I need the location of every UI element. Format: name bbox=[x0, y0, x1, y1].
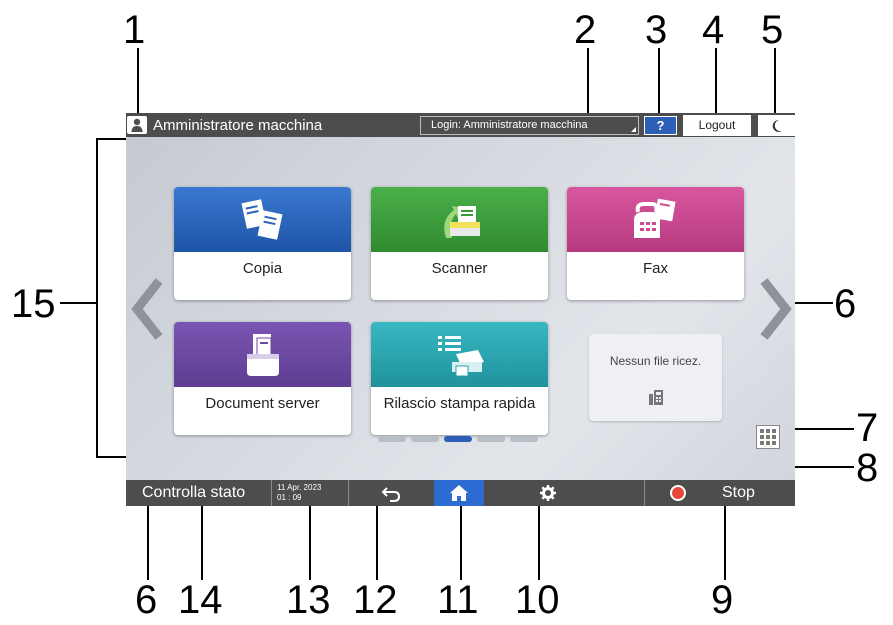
callout-6-right: 6 bbox=[834, 282, 857, 326]
quick-print-release-icon bbox=[371, 322, 548, 387]
app-tile-quick-print-release[interactable]: Rilascio stampa rapida bbox=[371, 322, 548, 435]
user-icon bbox=[127, 116, 147, 134]
callout-12: 12 bbox=[353, 578, 398, 622]
callout-7: 7 bbox=[856, 406, 879, 450]
stop-label: Stop bbox=[722, 484, 755, 501]
leader-9 bbox=[724, 495, 726, 580]
leader-15-bottom bbox=[96, 456, 132, 458]
home-button[interactable] bbox=[434, 480, 484, 506]
grid-cell bbox=[772, 435, 776, 439]
leader-1 bbox=[137, 48, 139, 118]
check-status-button[interactable]: Controlla stato bbox=[142, 484, 246, 501]
logged-in-user-name: Amministratore macchina bbox=[153, 116, 323, 134]
app-tile-label: Copia bbox=[242, 260, 283, 277]
app-tile-label: Document server bbox=[205, 395, 320, 412]
date-time: 11 Apr. 2023 01 : 09 bbox=[277, 483, 321, 503]
app-tile-scanner[interactable]: Scanner bbox=[371, 187, 548, 300]
app-tile-fax[interactable]: Fax bbox=[567, 187, 744, 300]
login-status-text: Login: Amministratore macchina bbox=[431, 119, 588, 131]
app-tile-document-server[interactable]: Document server bbox=[174, 322, 351, 435]
scanner-icon bbox=[371, 187, 548, 252]
next-page-arrow[interactable] bbox=[758, 277, 792, 346]
grid-cell bbox=[760, 435, 764, 439]
grid-cell bbox=[772, 429, 776, 433]
back-button[interactable] bbox=[348, 480, 434, 506]
moon-icon bbox=[772, 119, 782, 132]
page-dot bbox=[477, 436, 505, 442]
leader-14 bbox=[201, 482, 203, 580]
page-dot bbox=[510, 436, 538, 442]
app-tile-label: Rilascio stampa rapida bbox=[383, 395, 536, 412]
divider bbox=[348, 480, 349, 506]
grid-cell bbox=[766, 441, 770, 445]
help-button[interactable]: ? bbox=[644, 116, 677, 135]
fax-received-widget[interactable]: Nessun file ricez. bbox=[589, 334, 722, 421]
leader-7 bbox=[784, 428, 854, 430]
callout-8: 8 bbox=[856, 446, 879, 490]
dropdown-corner-icon bbox=[631, 127, 636, 132]
home-icon bbox=[450, 485, 468, 501]
leader-15-mid bbox=[60, 302, 98, 304]
leader-10 bbox=[538, 495, 540, 580]
back-arrow-icon bbox=[381, 487, 401, 502]
divider bbox=[644, 480, 645, 506]
logout-button[interactable]: Logout bbox=[683, 115, 751, 136]
document-server-icon bbox=[174, 322, 351, 387]
grid-cell bbox=[766, 429, 770, 433]
fax-machine-icon bbox=[589, 388, 722, 411]
leader-11 bbox=[460, 495, 462, 580]
grid-cell bbox=[766, 435, 770, 439]
widget-message: Nessun file ricez. bbox=[609, 354, 702, 368]
settings-button[interactable] bbox=[498, 480, 598, 506]
callout-3: 3 bbox=[645, 8, 668, 52]
chevron-right-icon bbox=[760, 278, 792, 340]
callout-1: 1 bbox=[123, 8, 146, 52]
fax-icon bbox=[567, 187, 744, 252]
page-dot bbox=[411, 436, 439, 442]
home-screen: Amministratore macchina Login: Amministr… bbox=[126, 113, 795, 506]
leader-6-right bbox=[795, 302, 833, 304]
callout-14: 14 bbox=[178, 578, 223, 622]
previous-page-arrow[interactable] bbox=[131, 277, 165, 346]
grid-cell bbox=[772, 441, 776, 445]
grid-cell bbox=[760, 429, 764, 433]
callout-6-left: 6 bbox=[135, 578, 158, 622]
leader-3 bbox=[658, 48, 660, 118]
leader-5 bbox=[774, 48, 776, 118]
app-tile-copy[interactable]: Copia bbox=[174, 187, 351, 300]
time-text: 01 : 09 bbox=[277, 493, 302, 502]
leader-12 bbox=[376, 495, 378, 580]
callout-11: 11 bbox=[437, 578, 479, 622]
callout-5: 5 bbox=[761, 8, 784, 52]
callout-2: 2 bbox=[574, 8, 597, 52]
app-tile-label: Fax bbox=[642, 260, 668, 277]
stop-button[interactable]: Stop bbox=[644, 480, 795, 506]
leader-15-top bbox=[96, 138, 132, 140]
copy-icon bbox=[174, 187, 351, 252]
chevron-left-icon bbox=[131, 278, 163, 340]
widget-list-button[interactable] bbox=[756, 425, 780, 449]
page-indicator bbox=[378, 436, 538, 442]
stop-icon bbox=[670, 485, 686, 501]
leader-4 bbox=[715, 48, 717, 118]
leader-2 bbox=[587, 48, 589, 118]
divider bbox=[271, 480, 272, 506]
login-status-field[interactable]: Login: Amministratore macchina bbox=[420, 116, 639, 135]
callout-10: 10 bbox=[515, 578, 560, 622]
leader-15-vertical bbox=[96, 138, 98, 458]
app-tile-label: Scanner bbox=[431, 260, 488, 277]
leader-13 bbox=[309, 472, 311, 580]
callout-4: 4 bbox=[702, 8, 725, 52]
system-status-bar: Amministratore macchina Login: Amministr… bbox=[126, 113, 795, 137]
callout-15: 15 bbox=[11, 282, 56, 326]
date-text: 11 Apr. 2023 bbox=[277, 483, 322, 492]
page-dot-current bbox=[444, 436, 472, 442]
page-dot bbox=[378, 436, 406, 442]
system-bottom-bar: Controlla stato 11 Apr. 2023 01 : 09 Sto… bbox=[126, 480, 795, 506]
callout-13: 13 bbox=[286, 578, 331, 622]
callout-9: 9 bbox=[711, 578, 734, 622]
energy-saver-button[interactable] bbox=[758, 115, 795, 136]
grid-cell bbox=[760, 441, 764, 445]
gear-icon bbox=[540, 485, 556, 501]
